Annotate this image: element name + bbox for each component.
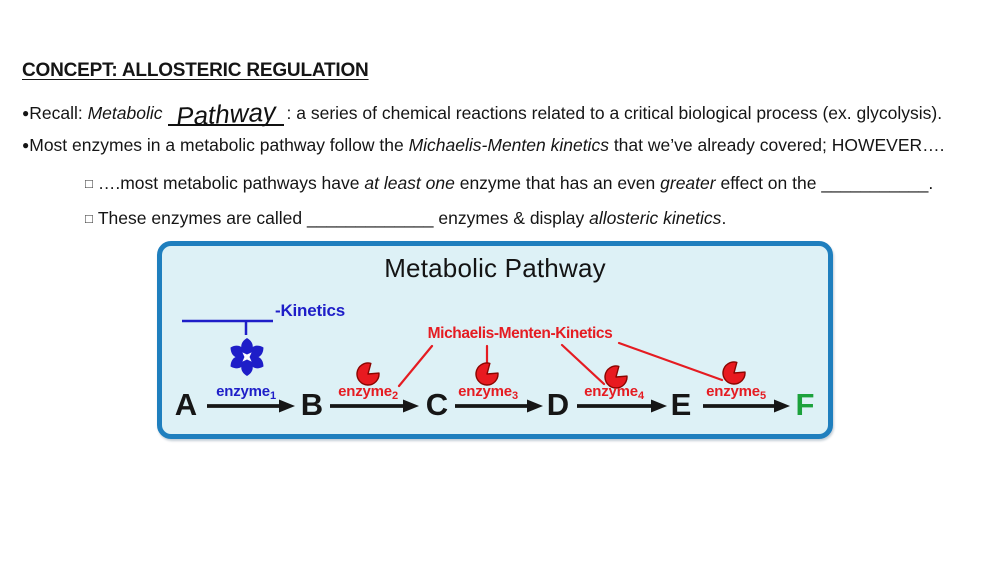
enzyme2-label: enzyme2 <box>318 383 418 402</box>
allosteric-kinetics-label: -Kinetics <box>275 301 345 320</box>
enzyme-name: enzyme <box>216 383 270 400</box>
text-segment: enzyme that has an even <box>454 173 661 193</box>
pathway-shapes-svg <box>182 319 790 413</box>
bullet-most-enzymes: ●Most enzymes in a metabolic pathway fol… <box>22 132 945 158</box>
text-segment: Metabolic <box>87 103 163 123</box>
text-segment: . <box>721 208 727 228</box>
text-segment: Michaelis-Menten kinetics <box>408 135 609 155</box>
text-segment: : a series of chemical reactions related… <box>286 103 943 123</box>
blank-kinetics-line <box>182 319 273 335</box>
node-A: A <box>174 387 198 422</box>
enzyme-name: enzyme <box>338 383 392 400</box>
fill-in-blank: Pathway <box>167 96 284 132</box>
text-segment: at least one <box>364 173 455 193</box>
subbullet-allosteric-enzymes: □These enzymes are called _____________ … <box>85 205 726 232</box>
text-segment: effect on the <box>715 173 822 193</box>
concept-label: CONCEPT: <box>22 60 118 81</box>
node-B: B <box>300 387 324 422</box>
enzyme-pacman-icons <box>356 361 746 389</box>
node-C: C <box>425 387 449 422</box>
allosteric-enzyme-flower-icon <box>230 338 264 376</box>
text-segment: Most enzymes in a metabolic pathway foll… <box>29 135 409 155</box>
enzyme-name: enzyme <box>706 383 760 400</box>
reaction-arrows <box>207 399 790 413</box>
enzyme3-label: enzyme3 <box>438 383 538 402</box>
text-segment: allosteric kinetics <box>589 208 722 228</box>
node-D: D <box>546 387 570 422</box>
subbullet-greater-effect: □ ….most metabolic pathways have at least… <box>85 170 933 197</box>
michaelis-menten-kinetics-label: Michaelis-Menten-Kinetics <box>427 325 613 342</box>
page-title: CONCEPT: ALLOSTERIC REGULATION <box>22 60 369 82</box>
text-segment: enzymes & display <box>433 208 590 228</box>
fill-in-blank: ___________ <box>821 173 929 193</box>
handwritten-answer: Pathway <box>174 96 277 132</box>
bullet-dot-icon: ● <box>22 106 30 120</box>
concept-topic: ALLOSTERIC REGULATION <box>117 60 369 81</box>
enzyme1-label: enzyme1 <box>196 383 296 402</box>
enzyme-name: enzyme <box>458 383 512 400</box>
metabolic-pathway-diagram: Metabolic Pathway -Kinetics Michaelis-Me… <box>157 241 833 439</box>
enzyme-subscript: 5 <box>759 390 766 402</box>
node-E: E <box>670 387 692 422</box>
enzyme5-label: enzyme5 <box>686 383 786 402</box>
text-segment: . <box>928 173 934 193</box>
enzyme-subscript: 4 <box>637 390 644 402</box>
enzyme-subscript: 1 <box>269 390 276 402</box>
bullet-recall: ●Recall: Metabolic Pathway : a series of c… <box>22 96 943 132</box>
bullet-dot-icon: ● <box>22 138 30 152</box>
mm-kinetics-pointer-lines <box>397 341 724 388</box>
text-segment: Recall: <box>29 103 88 123</box>
fill-in-blank: _____________ <box>307 208 434 228</box>
square-bullet-icon: □ <box>85 211 93 226</box>
text-segment: These enzymes are called <box>97 208 307 228</box>
enzyme-subscript: 2 <box>391 390 398 402</box>
enzyme4-label: enzyme4 <box>564 383 664 402</box>
node-F: F <box>795 387 815 422</box>
text-segment: that we’ve already covered; HOWEVER…. <box>608 135 945 155</box>
diagram-title: Metabolic Pathway <box>384 253 606 283</box>
text-segment: greater <box>660 173 716 193</box>
text-segment: ….most metabolic pathways have <box>97 173 365 193</box>
enzyme-subscript: 3 <box>511 390 518 402</box>
enzyme-name: enzyme <box>584 383 638 400</box>
square-bullet-icon: □ <box>85 176 93 191</box>
